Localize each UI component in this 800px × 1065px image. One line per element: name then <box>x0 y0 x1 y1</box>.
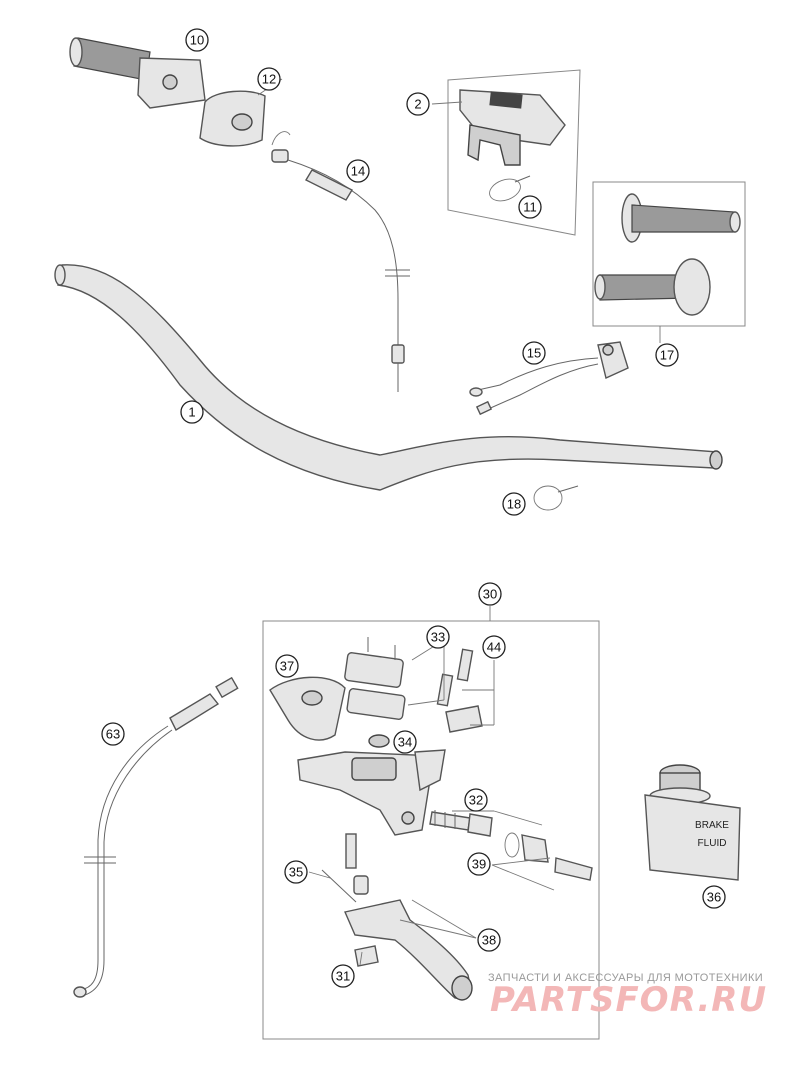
svg-text:32: 32 <box>469 793 483 808</box>
callout-1: 1 <box>180 400 204 424</box>
bolts-44 <box>436 648 483 733</box>
callout-39: 39 <box>467 852 491 876</box>
callout-34: 34 <box>393 730 417 754</box>
bottle-label-line2: FLUID <box>698 838 727 849</box>
callout-11: 11 <box>518 195 542 219</box>
master-cylinder-body <box>297 749 446 836</box>
callout-38: 38 <box>477 928 501 952</box>
grip-left <box>621 193 741 243</box>
svg-text:35: 35 <box>289 865 303 880</box>
boot-39 <box>504 832 593 881</box>
svg-text:63: 63 <box>106 727 120 742</box>
svg-text:37: 37 <box>280 659 294 674</box>
callout-30: 30 <box>478 582 502 606</box>
grips-kit-outline <box>592 181 746 327</box>
callout-32: 32 <box>464 788 488 812</box>
svg-text:14: 14 <box>351 164 365 179</box>
svg-text:15: 15 <box>527 346 541 361</box>
piston-kit-32 <box>429 810 493 837</box>
throttle-cover <box>199 90 266 147</box>
grip-right <box>594 258 711 316</box>
callout-33: 33 <box>426 625 450 649</box>
svg-text:12: 12 <box>262 72 276 87</box>
callout-36: 36 <box>702 885 726 909</box>
svg-text:38: 38 <box>482 933 496 948</box>
bottle-label-line1: BRAKE <box>695 820 729 831</box>
lever-bolt <box>321 833 369 903</box>
watermark-tagline: ЗАПЧАСТИ И АКСЕССУАРЫ ДЛЯ МОТОТЕХНИКИ <box>488 972 764 984</box>
brake-lever <box>344 899 473 1001</box>
callout-18: 18 <box>502 492 526 516</box>
svg-text:18: 18 <box>507 497 521 512</box>
svg-text:39: 39 <box>472 857 486 872</box>
svg-text:36: 36 <box>707 890 721 905</box>
callout-15: 15 <box>522 341 546 365</box>
callout-12: 12 <box>257 67 281 91</box>
diaphragm-34 <box>368 734 390 748</box>
watermark-logo: PARTSFOR.RU <box>490 980 768 1020</box>
svg-text:10: 10 <box>190 33 204 48</box>
svg-text:17: 17 <box>660 348 674 363</box>
callout-35: 35 <box>284 860 308 884</box>
callout-44: 44 <box>482 635 506 659</box>
callout-37: 37 <box>275 654 299 678</box>
callout-31: 31 <box>331 964 355 988</box>
callout-63: 63 <box>101 722 125 746</box>
cable-tie-11 <box>489 175 531 202</box>
reservoir-cap <box>344 637 406 720</box>
callout-17: 17 <box>655 343 679 367</box>
handlebar-pad <box>459 89 566 166</box>
callout-2: 2 <box>406 92 430 116</box>
callout-10: 10 <box>185 28 209 52</box>
svg-text:34: 34 <box>398 735 412 750</box>
throttle-cable <box>271 131 410 392</box>
stop-switch <box>469 341 629 416</box>
svg-text:1: 1 <box>188 405 195 420</box>
pad-kit-outline <box>447 69 581 236</box>
handlebar <box>54 264 723 491</box>
svg-text:11: 11 <box>523 200 537 215</box>
brake-assembly-outline <box>262 620 600 1040</box>
svg-text:33: 33 <box>431 630 445 645</box>
reservoir-cover <box>269 676 346 741</box>
brake-fluid-bottle: BRAKE FLUID <box>644 764 741 881</box>
callout-14: 14 <box>346 159 370 183</box>
cable-tie-18 <box>533 485 579 511</box>
svg-text:31: 31 <box>336 969 350 984</box>
clutch-cable <box>73 676 239 998</box>
svg-text:44: 44 <box>487 640 501 655</box>
svg-text:30: 30 <box>483 587 497 602</box>
throttle-grip <box>69 37 206 109</box>
svg-text:2: 2 <box>414 97 421 112</box>
